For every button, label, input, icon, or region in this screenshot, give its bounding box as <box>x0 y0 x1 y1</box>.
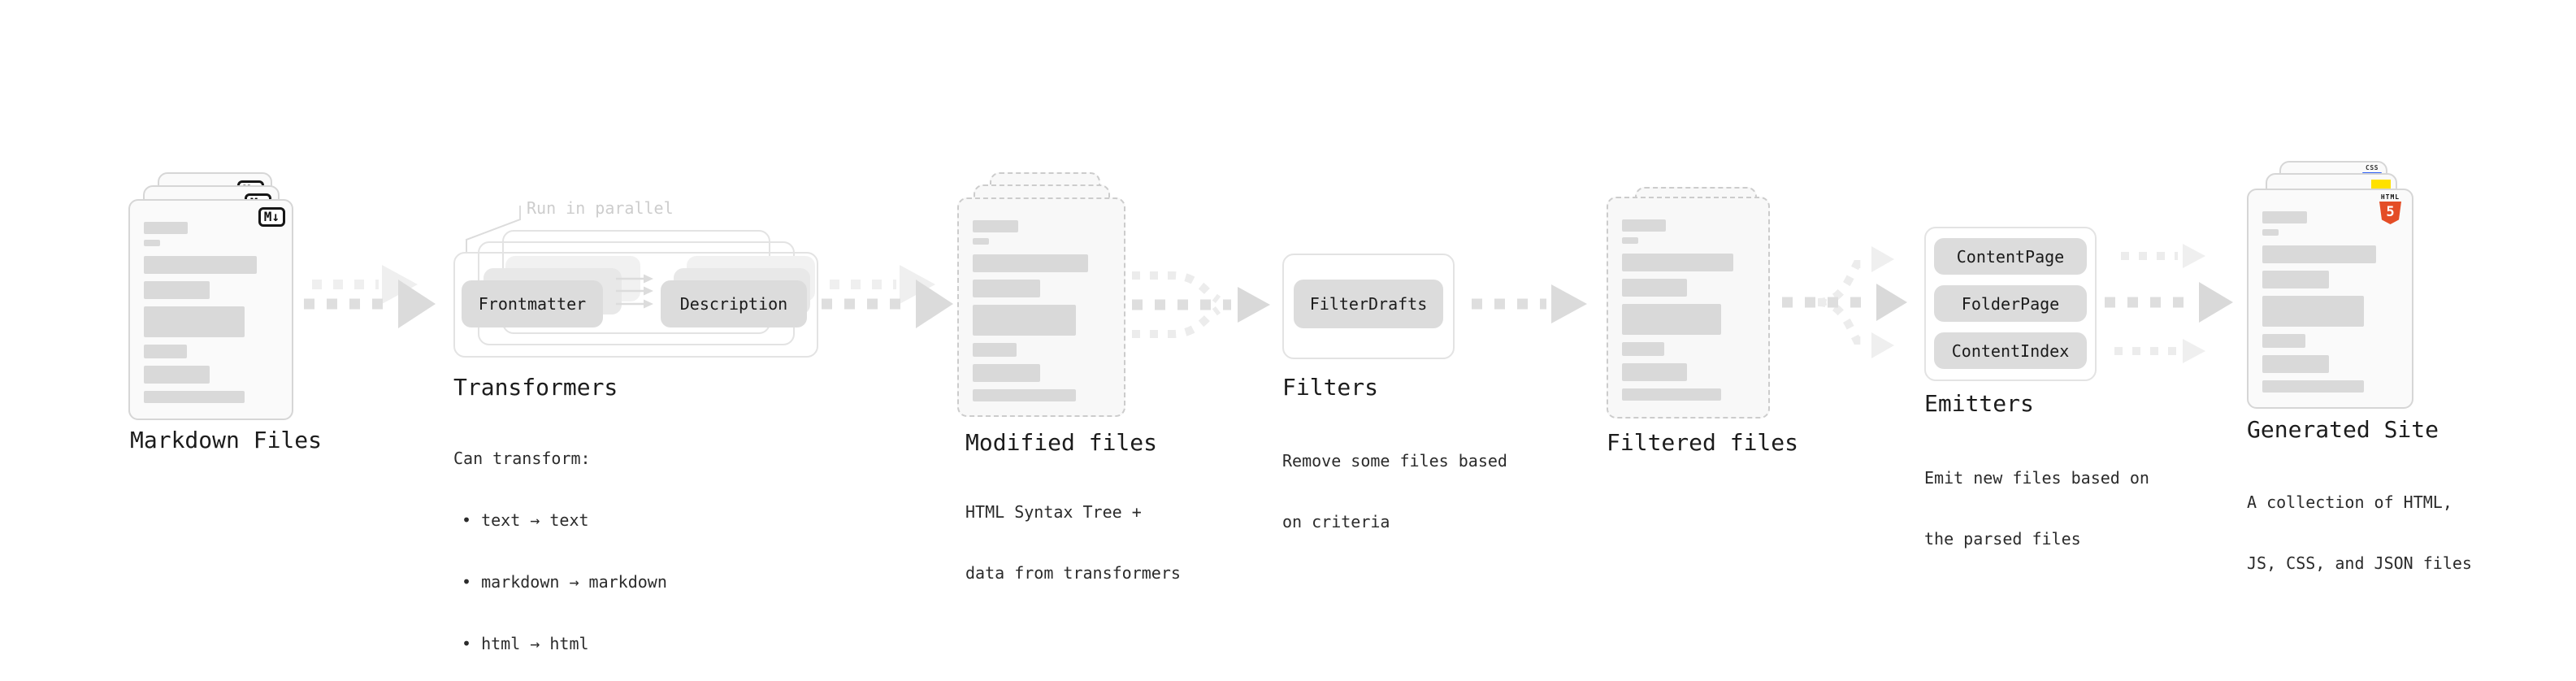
contentindex-box: ContentIndex <box>1934 332 2087 369</box>
filterdrafts-box: FilterDrafts <box>1294 280 1443 328</box>
transformers-label: Transformers <box>453 374 618 401</box>
emitters-description: Emit new files based on the parsed files <box>1924 468 2149 549</box>
javascript-icon <box>2371 180 2391 191</box>
transform-bullet: • html → html <box>462 634 589 653</box>
transformer-container-front <box>453 252 818 358</box>
transformers-description: Can transform: • text → text • markdown … <box>453 408 667 681</box>
contentpage-box: ContentPage <box>1934 238 2087 275</box>
triple-arrow-icon <box>2105 244 2233 363</box>
fan-in-arrow-icon <box>1132 271 1270 338</box>
emitters-container <box>1924 227 2097 381</box>
text-skeleton <box>144 222 278 403</box>
transformers-desc-line: Can transform: <box>453 449 591 468</box>
markdown-files-label: Markdown Files <box>130 427 323 453</box>
flow-arrow-icon <box>1472 284 1587 323</box>
modified-files-label: Modified files <box>965 429 1158 456</box>
html-file-card: HTML 5 <box>2247 189 2413 409</box>
emitters-label: Emitters <box>1924 390 2034 417</box>
filtered-files-label: Filtered files <box>1607 429 1799 456</box>
frontmatter-box: Frontmatter <box>462 280 603 327</box>
modified-file-card-front <box>957 197 1125 417</box>
parallel-arrows-icon <box>616 274 653 309</box>
text-skeleton <box>973 220 1110 401</box>
markdown-icon: M↓ <box>258 207 285 227</box>
flow-arrow-icon <box>822 265 953 328</box>
transform-bullet: • text → text <box>462 510 589 530</box>
modified-files-description: HTML Syntax Tree + data from transformer… <box>965 502 1181 583</box>
markdown-files-stack: M↓ M↓ M↓ <box>128 172 303 424</box>
run-in-parallel-annotation: Run in parallel <box>527 198 674 218</box>
markdown-file-card-front: M↓ <box>128 199 293 420</box>
filtered-file-card-front <box>1607 197 1770 419</box>
description-box: Description <box>661 280 807 327</box>
generated-site-label: Generated Site <box>2247 416 2439 443</box>
generated-site-stack: CSS HTML 5 <box>2247 161 2418 413</box>
modified-files-stack <box>957 172 1132 424</box>
text-skeleton <box>1622 219 1754 401</box>
filters-description: Remove some files based on criteria <box>1282 451 1507 531</box>
annotation-connector-line <box>466 206 521 253</box>
filters-label: Filters <box>1282 374 1379 401</box>
transform-bullet: • markdown → markdown <box>462 572 667 592</box>
text-skeleton <box>2262 211 2398 393</box>
generated-site-description: A collection of HTML, JS, CSS, and JSON … <box>2247 492 2472 573</box>
html5-icon: HTML 5 <box>2379 193 2401 224</box>
filters-container <box>1282 254 1455 359</box>
fan-out-arrow-icon <box>1782 246 1907 358</box>
folderpage-box: FolderPage <box>1934 285 2087 322</box>
filtered-files-stack <box>1607 187 1777 423</box>
flow-arrow-icon <box>304 265 436 328</box>
